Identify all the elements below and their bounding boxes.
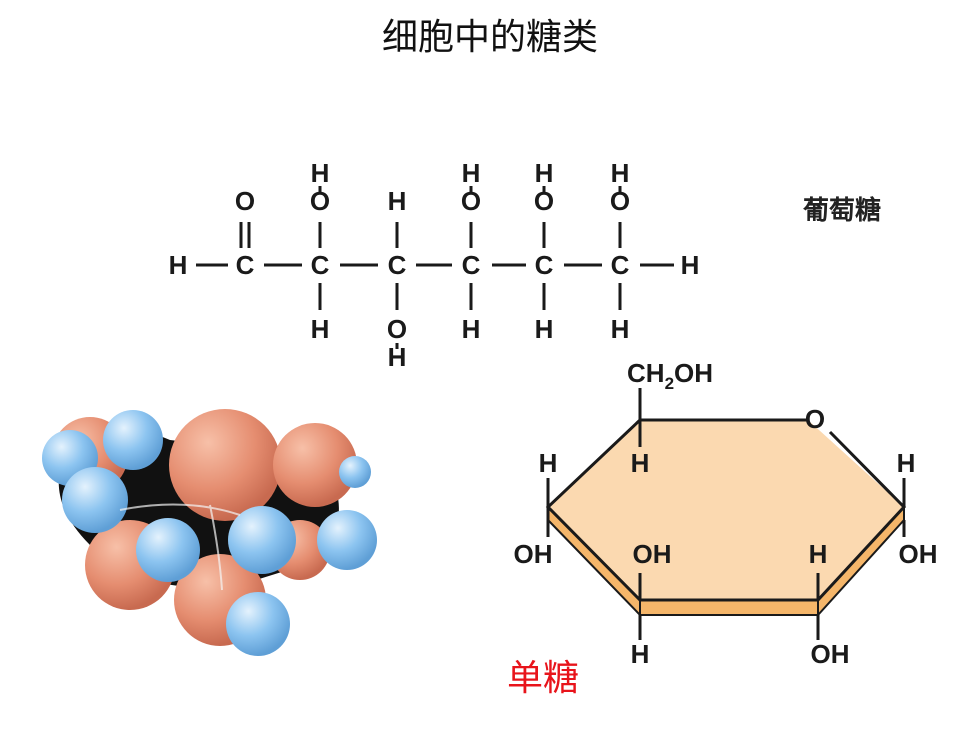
atom-h: H	[681, 250, 700, 280]
atom-h: H	[535, 158, 554, 188]
linear-structure-atoms: H C C C C C C H O O H O O O H H H H H O …	[169, 158, 700, 372]
atom-oh: OH	[633, 539, 672, 569]
atom-o: O	[387, 314, 407, 344]
atom-h: H	[388, 186, 407, 216]
atom-c4: C	[462, 250, 481, 280]
atom-h: H	[311, 314, 330, 344]
atom-o: O	[534, 186, 554, 216]
monosaccharide-label: 单糖	[507, 658, 579, 699]
haworth-ring: CH2OH O H H OH OH H H OH H OH	[514, 358, 938, 669]
ch2oh-group: CH2OH	[627, 358, 713, 393]
atom-h: H	[631, 639, 650, 669]
atom-oh: OH	[811, 639, 850, 669]
atom-h: H	[611, 314, 630, 344]
atom-h: H	[311, 158, 330, 188]
atom-h: H	[462, 314, 481, 344]
atom-c2: C	[311, 250, 330, 280]
atom-c3: C	[388, 250, 407, 280]
atom-oh: OH	[514, 539, 553, 569]
atom-o: O	[461, 186, 481, 216]
atom-h: H	[611, 158, 630, 188]
atom-c5: C	[535, 250, 554, 280]
atom-c1: C	[236, 250, 255, 280]
atom-h: H	[897, 448, 916, 478]
atom-c6: C	[611, 250, 630, 280]
linear-structure	[196, 186, 674, 349]
ring-oxygen: O	[805, 404, 825, 434]
atom-h: H	[169, 250, 188, 280]
glucose-label: 葡萄糖	[803, 195, 881, 226]
atom-o: O	[310, 186, 330, 216]
atom-o-carbonyl: O	[235, 186, 255, 216]
atom-h: H	[462, 158, 481, 188]
glucose-space-filling-model-icon	[42, 409, 377, 656]
atom-h: H	[539, 448, 558, 478]
atom-h: H	[388, 342, 407, 372]
atom-oh: OH	[899, 539, 938, 569]
atom-h: H	[809, 539, 828, 569]
atom-h: H	[631, 448, 650, 478]
atom-h: H	[535, 314, 554, 344]
atom-o: O	[610, 186, 630, 216]
page-title: 细胞中的糖类	[381, 17, 598, 58]
